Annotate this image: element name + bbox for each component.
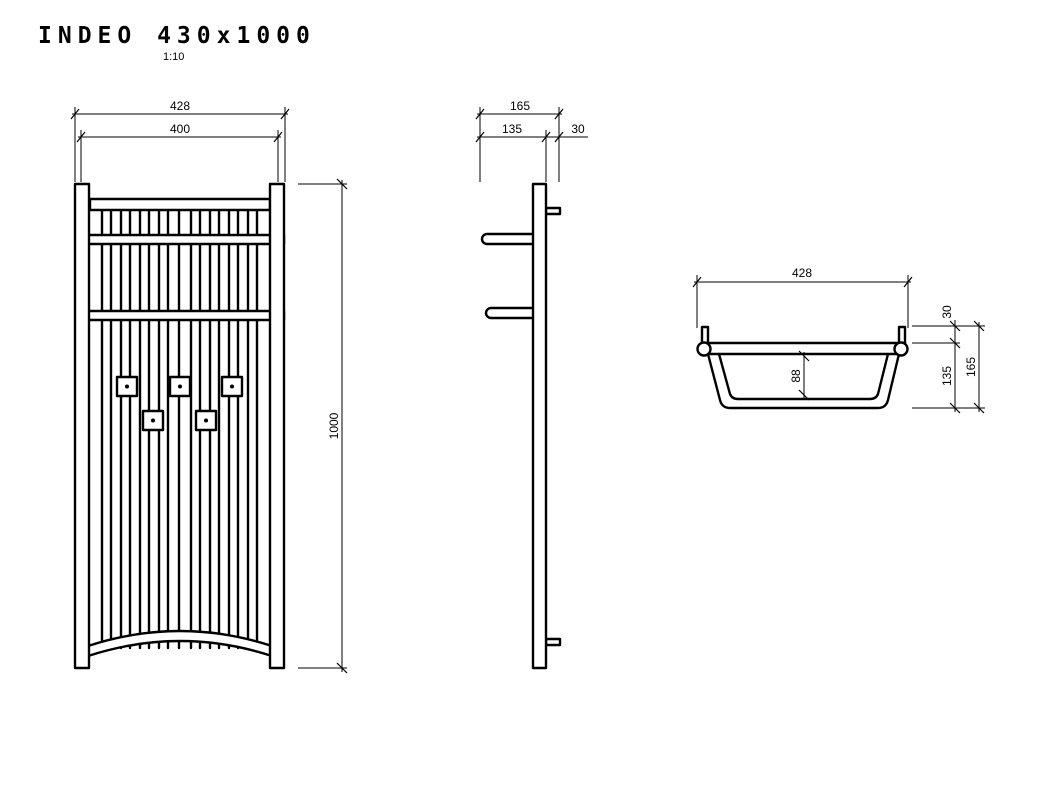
drawing-title: INDEO 430x1000 [38,23,316,49]
wall-connector-top [544,206,562,216]
dim-offset: 30 [571,122,585,136]
front-view: 428 400 1000 [70,99,348,674]
top-rail [88,197,272,212]
left-collector [73,182,91,670]
collector-right-circle [893,341,909,357]
dim-line-height [336,178,348,674]
side-bar-lower [484,306,536,320]
drawing-scale: 1:10 [163,51,184,63]
dim-bow: 88 [789,369,803,383]
side-bar-upper [480,232,536,246]
collector-left-circle [696,341,712,357]
dim-line-total-depth [475,108,564,120]
dim-line-outer-width [70,108,290,120]
wall-connector-bottom [544,637,562,647]
towel-bar-upper [76,233,286,246]
radiator-tubes [100,208,259,650]
top-post-left [700,325,710,345]
dim-line-top-135 [949,343,961,414]
dim-outer-width: 428 [170,99,190,113]
side-view: 165 135 30 [475,99,588,670]
dim-line-inner-width [76,131,283,143]
dim-height: 1000 [327,412,341,439]
tray-outer-outline [706,352,901,410]
dim-line-bow [798,350,810,401]
dim-line-top-165 [973,320,985,414]
towel-bar-lower [76,309,286,322]
dim-top-30: 30 [940,305,954,319]
dim-top-165: 165 [964,357,978,377]
dim-inner-width: 400 [170,122,190,136]
top-post-right [897,325,907,345]
wall-brackets [115,375,244,432]
dim-line-depth [475,131,588,143]
dim-top-135: 135 [940,366,954,386]
dim-total-depth: 165 [510,99,530,113]
dim-depth: 135 [502,122,522,136]
right-collector [268,182,286,670]
dim-top-width: 428 [792,266,812,280]
top-view: 428 30 135 165 [692,266,985,414]
side-collector [531,182,548,670]
dim-line-top-width [692,276,913,288]
